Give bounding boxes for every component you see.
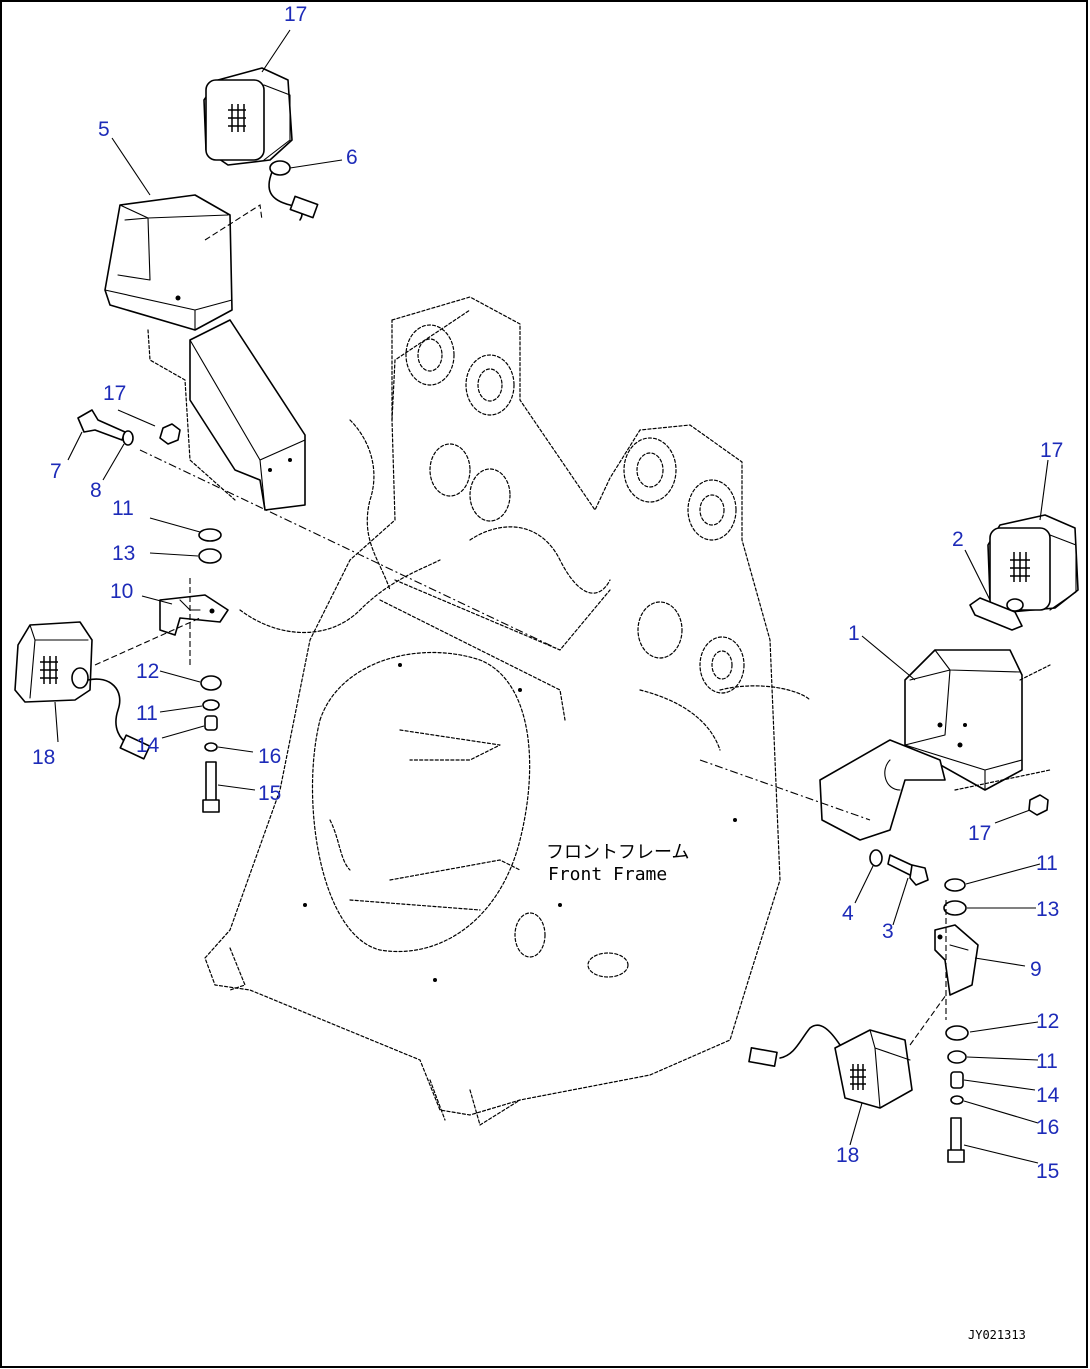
cover-right-edge-lower [954,769,1051,791]
lamp-cover-bracket-left [104,194,306,511]
washer-11-left-bottom [202,699,220,711]
callout-16-right: 16 [1036,1116,1059,1139]
washer-13-left [198,548,222,564]
callout-8: 8 [90,479,102,502]
callout-18-right: 18 [836,1144,859,1167]
callout-17-right-nut: 17 [968,822,991,845]
collar-14-left [204,715,218,731]
callout-17-right-lamp: 17 [1040,439,1063,462]
callout-17-left-nut: 17 [103,382,126,405]
callout-11-right-bottom: 11 [1036,1050,1058,1073]
callout-15-right: 15 [1036,1160,1059,1183]
figure-code: JY021313 [968,1328,1026,1342]
bracket-10 [159,594,229,636]
callout-10: 10 [110,580,133,603]
callout-14-left: 14 [136,734,160,757]
bolt-15-right [947,1117,965,1163]
frame-label-japanese: フロントフレーム [546,842,689,863]
callout-11-left-top: 11 [112,497,134,520]
work-lamp-right [987,514,1079,613]
callout-2: 2 [952,528,964,551]
side-lamp-right [748,1024,913,1109]
bolt-3 [887,854,929,886]
washer-8 [122,430,134,446]
callout-1: 1 [848,622,860,645]
callout-7: 7 [50,460,62,483]
callout-14-right: 14 [1036,1084,1060,1107]
callout-numbers: 17 5 6 17 7 8 11 13 10 12 11 14 16 18 15… [32,3,1063,1183]
spacer-12-left [200,675,222,691]
callout-13-left: 13 [112,542,135,565]
callout-13-right: 13 [1036,898,1059,921]
collar-14-right [950,1071,964,1089]
axis-left-top [204,204,263,241]
assembly-axis-left [139,449,561,651]
grommet-2 [969,597,1024,631]
leader-lines [54,29,1049,1164]
lamp-harness-top-left [268,160,319,221]
lamp-cover-bracket-right [819,649,1023,841]
washer-11-right-top [944,878,966,892]
callout-6: 6 [346,146,358,169]
washer-16-right [950,1095,964,1105]
axis-left-lamp [94,617,201,666]
callout-12-right: 12 [1036,1010,1059,1033]
spacer-12-right [945,1025,969,1041]
callout-12-left: 12 [136,660,159,683]
callout-18-left: 18 [32,746,55,769]
bolt-15-left [202,761,220,813]
washer-11-left-top [198,528,222,542]
washer-13-right [943,900,967,916]
callout-4: 4 [842,902,854,925]
nut-17-left [159,423,181,445]
assembly-axis-right [699,759,871,821]
work-lamp-top-left [203,67,293,166]
washer-16-left [204,742,218,752]
callout-15-left: 15 [258,782,281,805]
axis-right-lamp [909,994,947,1046]
callout-9: 9 [1030,958,1042,981]
front-frame [204,296,811,1126]
callout-5: 5 [98,118,110,141]
cover-right-edge [1019,664,1051,681]
washer-4 [869,849,883,867]
callout-11-right-top: 11 [1036,852,1058,875]
bracket-9 [934,924,979,996]
frame-label-english: Front Frame [548,864,667,885]
callout-17-top: 17 [284,3,307,26]
nut-17-right [1028,794,1049,816]
washer-11-right-bottom [947,1050,967,1064]
callout-16-left: 16 [258,745,281,768]
callout-3: 3 [882,920,894,943]
callout-11-left-bottom: 11 [136,702,158,725]
bolt-7 [77,409,126,441]
side-lamp-left [14,621,151,760]
